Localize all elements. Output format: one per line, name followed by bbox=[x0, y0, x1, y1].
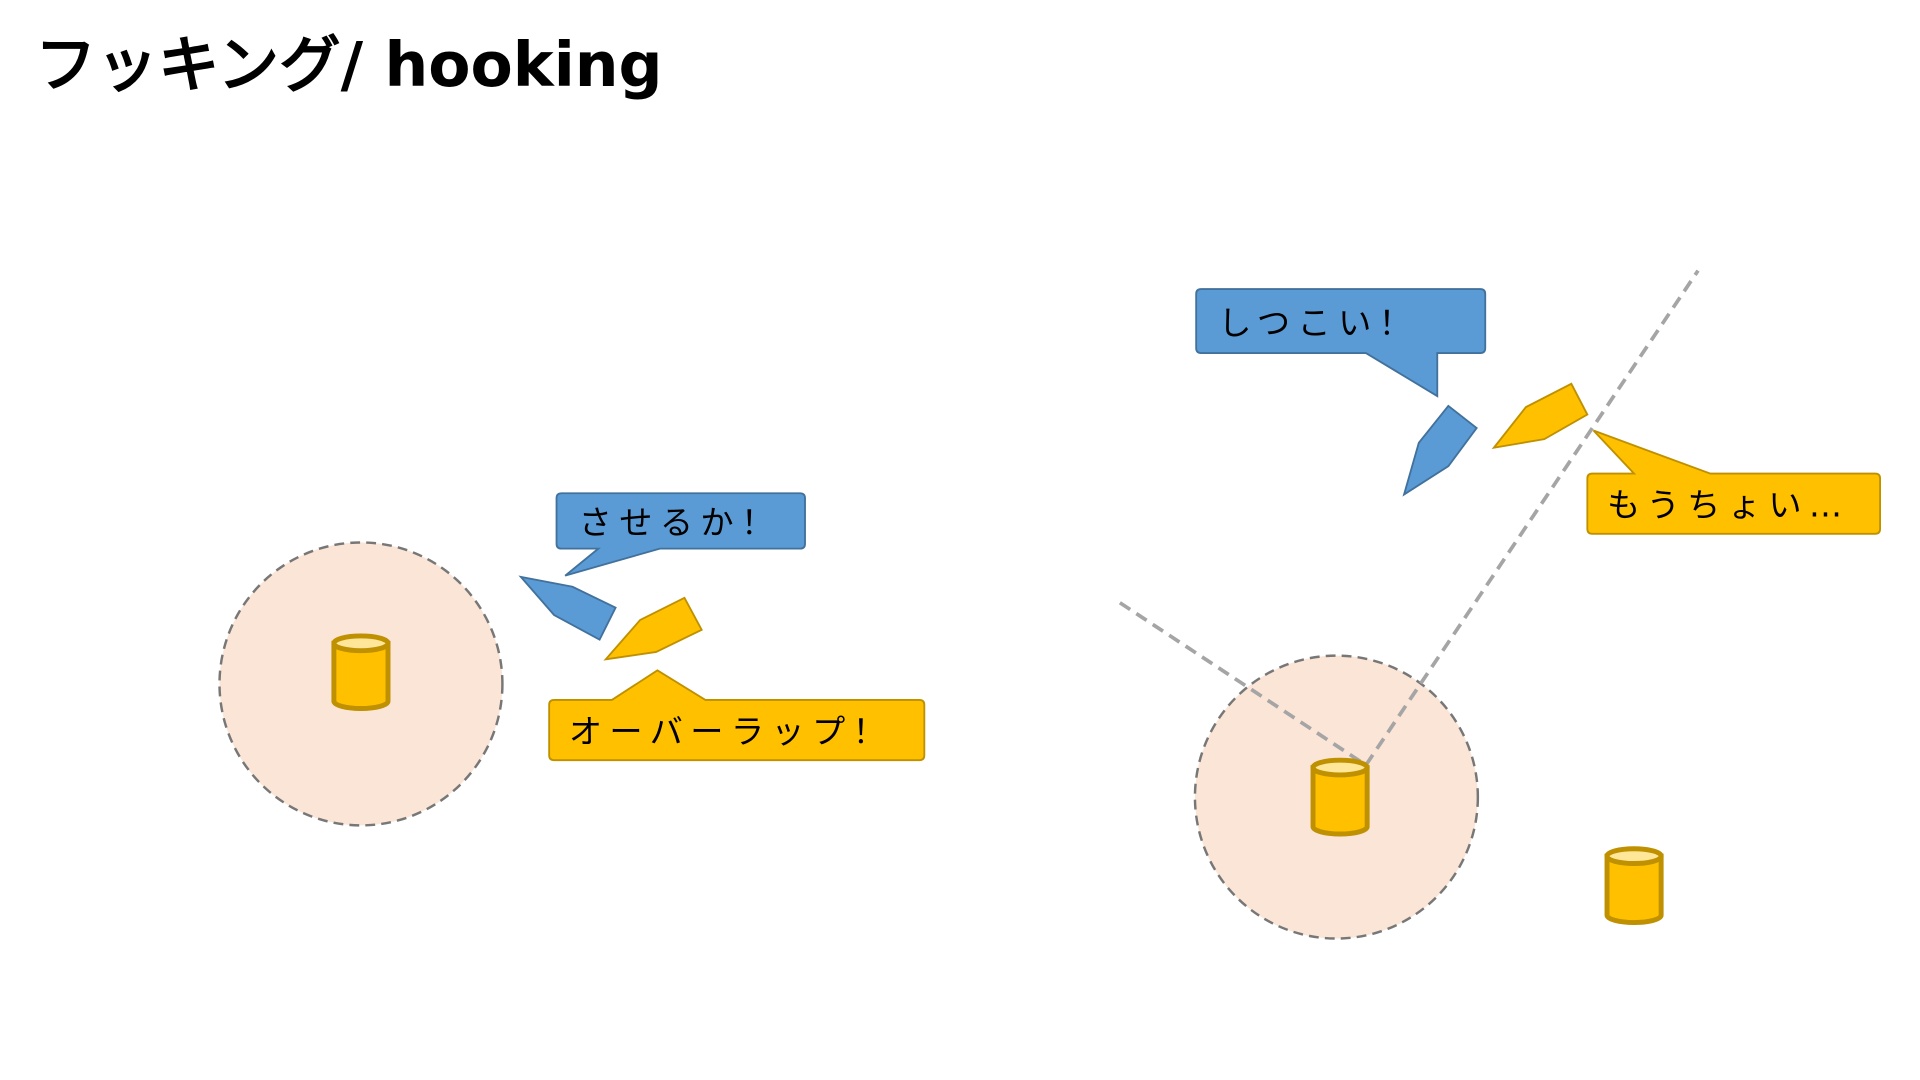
cone-icon bbox=[1604, 846, 1664, 926]
blue-bubble-text: しつこい！ bbox=[1218, 304, 1419, 343]
blue-bubble-text: させるか！ bbox=[579, 503, 782, 542]
cone-icon bbox=[1310, 757, 1370, 837]
left-scene: させるか！ オーバーラップ！ bbox=[218, 492, 926, 827]
yellow-speech-bubble bbox=[1586, 429, 1882, 535]
dashed-line bbox=[1118, 601, 1367, 767]
cone-icon bbox=[331, 633, 391, 711]
blue-player bbox=[518, 575, 617, 641]
blue-speech-bubble bbox=[555, 492, 806, 577]
yellow-bubble-text: もうちょい… bbox=[1607, 486, 1850, 525]
yellow-speech-bubble bbox=[548, 669, 926, 762]
blue-player bbox=[1402, 404, 1478, 497]
dashed-line bbox=[1364, 269, 1700, 767]
slide-title: フッキング/ hooking bbox=[35, 29, 663, 101]
yellow-player bbox=[603, 596, 703, 661]
blue-speech-bubble bbox=[1195, 288, 1487, 398]
yellow-bubble-text: オーバーラップ！ bbox=[569, 712, 893, 751]
yellow-player bbox=[1491, 382, 1589, 450]
right-scene: しつこい！ もうちょい… bbox=[1118, 269, 1882, 940]
